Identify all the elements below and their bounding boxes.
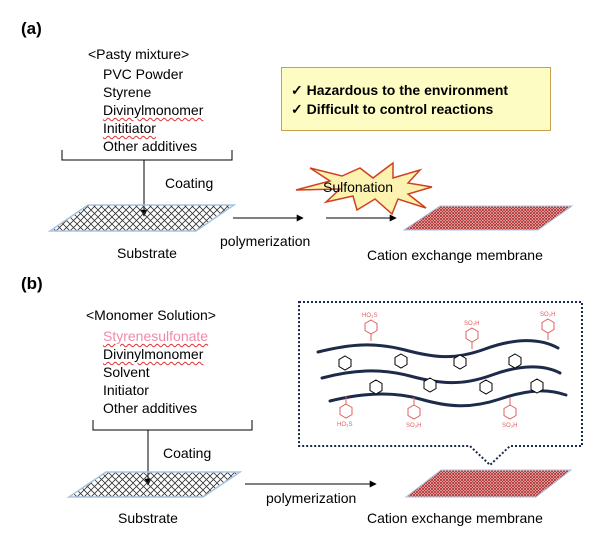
sulfonate-label: SO₃H [406, 423, 421, 429]
sulfonate-ring [465, 327, 479, 343]
sulfonate-ring [541, 318, 555, 334]
sulfonate-label: HO₃S [337, 422, 352, 428]
drawback-item: ✓ Hazardous to the environment [291, 82, 508, 98]
panel-label-a: (a) [21, 19, 42, 38]
product-label-a: Cation exchange membrane [367, 247, 543, 263]
membrane-a [402, 205, 574, 231]
substrate-a [47, 204, 237, 232]
drawback-text: Hazardous to the environment [306, 82, 509, 98]
sulfonate-ring [364, 319, 378, 335]
polymerization-label-b: polymerization [266, 490, 357, 506]
ingredient-b-divinylmonomer: Divinylmonomer [103, 346, 204, 362]
crosslink-ring [423, 377, 437, 393]
mixture-title-b: <Monomer Solution> [86, 307, 216, 323]
crosslink-ring [530, 378, 544, 394]
substrate-label-a: Substrate [117, 245, 177, 261]
crosslink-ring [479, 379, 493, 395]
sulfonation-burst [295, 161, 433, 216]
substrate-label-b: Substrate [118, 510, 178, 526]
sulfonate-ring [503, 404, 517, 420]
ingredient-a-divinylmonomer: Divinylmonomer [103, 102, 204, 118]
crosslink-ring [369, 379, 383, 395]
drawbacks-note: ✓ Hazardous to the environment ✓ Difficu… [281, 67, 551, 131]
substrate-b [66, 471, 243, 498]
coating-label-a: Coating [165, 175, 214, 191]
mixture-title-a: <Pasty mixture> [88, 46, 190, 62]
product-label-b: Cation exchange membrane [367, 510, 543, 526]
ingredient-a-pvc: PVC Powder [103, 66, 184, 82]
drawback-item: ✓ Difficult to control reactions [291, 101, 493, 117]
ingredient-b-solvent: Solvent [103, 364, 150, 380]
polymer-chain-1 [316, 339, 560, 359]
check-icon: ✓ [291, 82, 303, 98]
crosslink-ring [508, 353, 522, 369]
sulfonation-label: Sulfonation [323, 179, 394, 195]
ingredient-b-initiator: Initiator [103, 382, 149, 398]
sulfonate-label: SO₃H [540, 312, 555, 318]
sulfonate-label: HO₃S [362, 313, 377, 319]
ingredient-b-styrenesulfonate: Styrenesulfonate [103, 328, 209, 344]
sulfonate-ring [407, 404, 421, 420]
ingredient-b-additives: Other additives [103, 400, 198, 416]
sulfonate-ring [339, 403, 353, 419]
crosslink-ring [394, 353, 408, 369]
polymer-chain-2 [320, 365, 562, 385]
ingredient-a-initiator: Inititiator [103, 120, 156, 136]
mixture-bracket-b [92, 420, 253, 431]
drawback-text: Difficult to control reactions [306, 101, 494, 117]
crosslink-ring [338, 355, 352, 371]
sulfonate-label: SO₃H [502, 423, 517, 429]
sulfonate-label: SO₃H [464, 321, 479, 327]
mixture-bracket-a [61, 150, 233, 161]
membrane-b [404, 469, 573, 498]
crosslink-ring [453, 354, 467, 370]
coating-label-b: Coating [163, 445, 212, 461]
ingredient-a-styrene: Styrene [103, 84, 152, 100]
polymerization-label-a: polymerization [220, 233, 311, 249]
ingredient-a-additives: Other additives [103, 138, 198, 154]
check-icon: ✓ [291, 101, 303, 117]
panel-label-b: (b) [21, 274, 43, 293]
